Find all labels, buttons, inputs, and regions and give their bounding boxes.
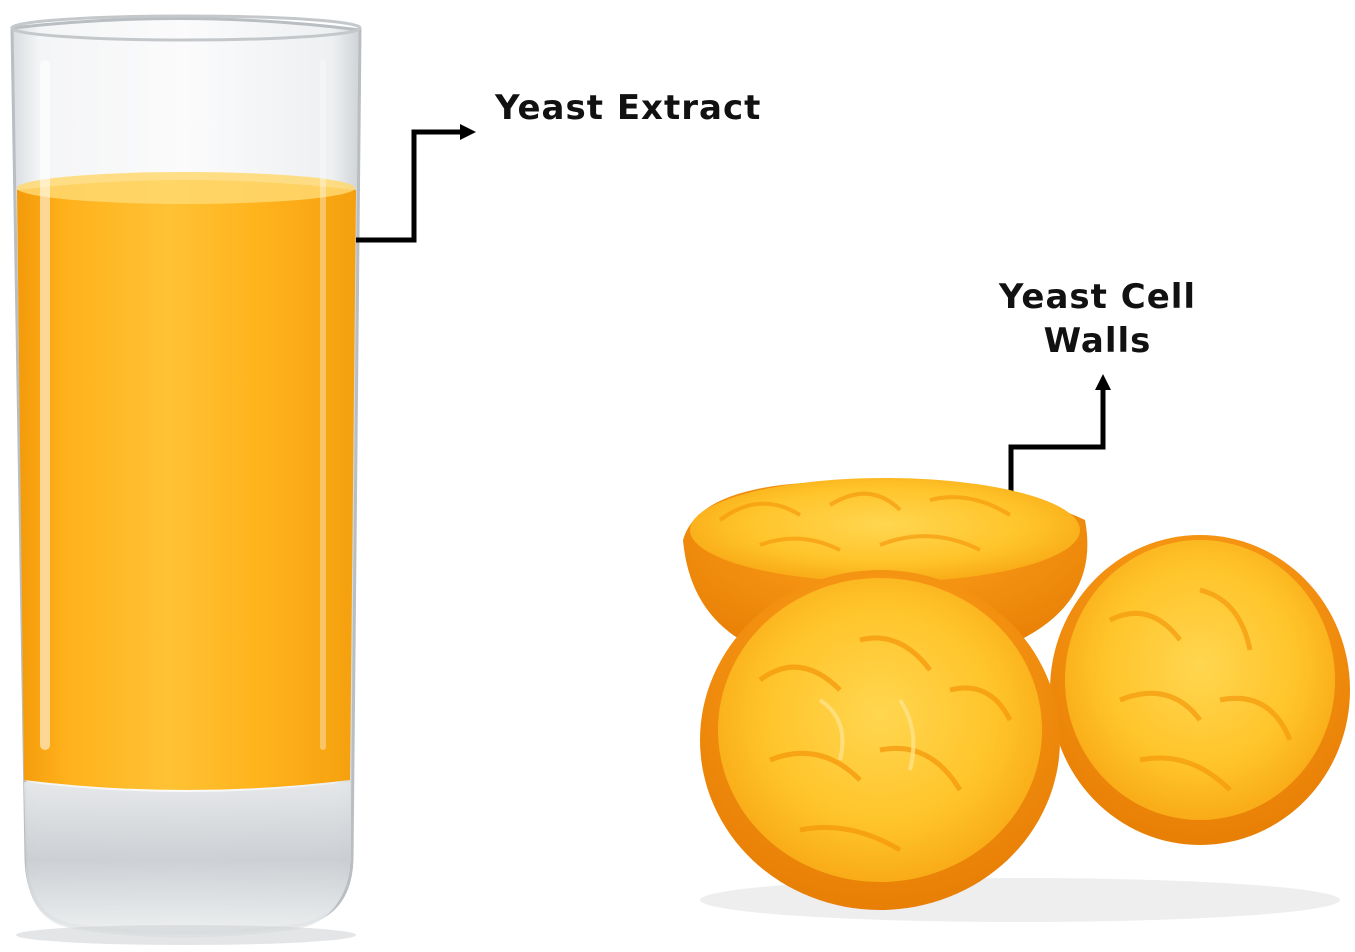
arrow-extract-head [460,124,476,140]
yeast-extract-label: Yeast Extract [495,86,761,130]
juice [17,180,356,790]
arrow-walls-head [1095,374,1111,390]
arrow-extract-line [356,132,462,240]
yeast-cell-walls-label: Yeast Cell Walls [985,275,1210,363]
glass-highlight [40,60,50,750]
yeast-cell-walls-line-1: Yeast Cell [985,275,1210,319]
glass-base-shadow [16,925,356,945]
glass-base [24,782,350,938]
yeast-cell-walls-line-2: Walls [985,319,1210,363]
arrow-extract [356,124,476,240]
juice-surface [17,172,355,204]
front-orange-half [700,570,1060,910]
right-orange-half [1050,535,1350,845]
glass-highlight-2 [320,60,326,750]
orange-peels [683,478,1350,922]
juice-glass [12,16,360,945]
